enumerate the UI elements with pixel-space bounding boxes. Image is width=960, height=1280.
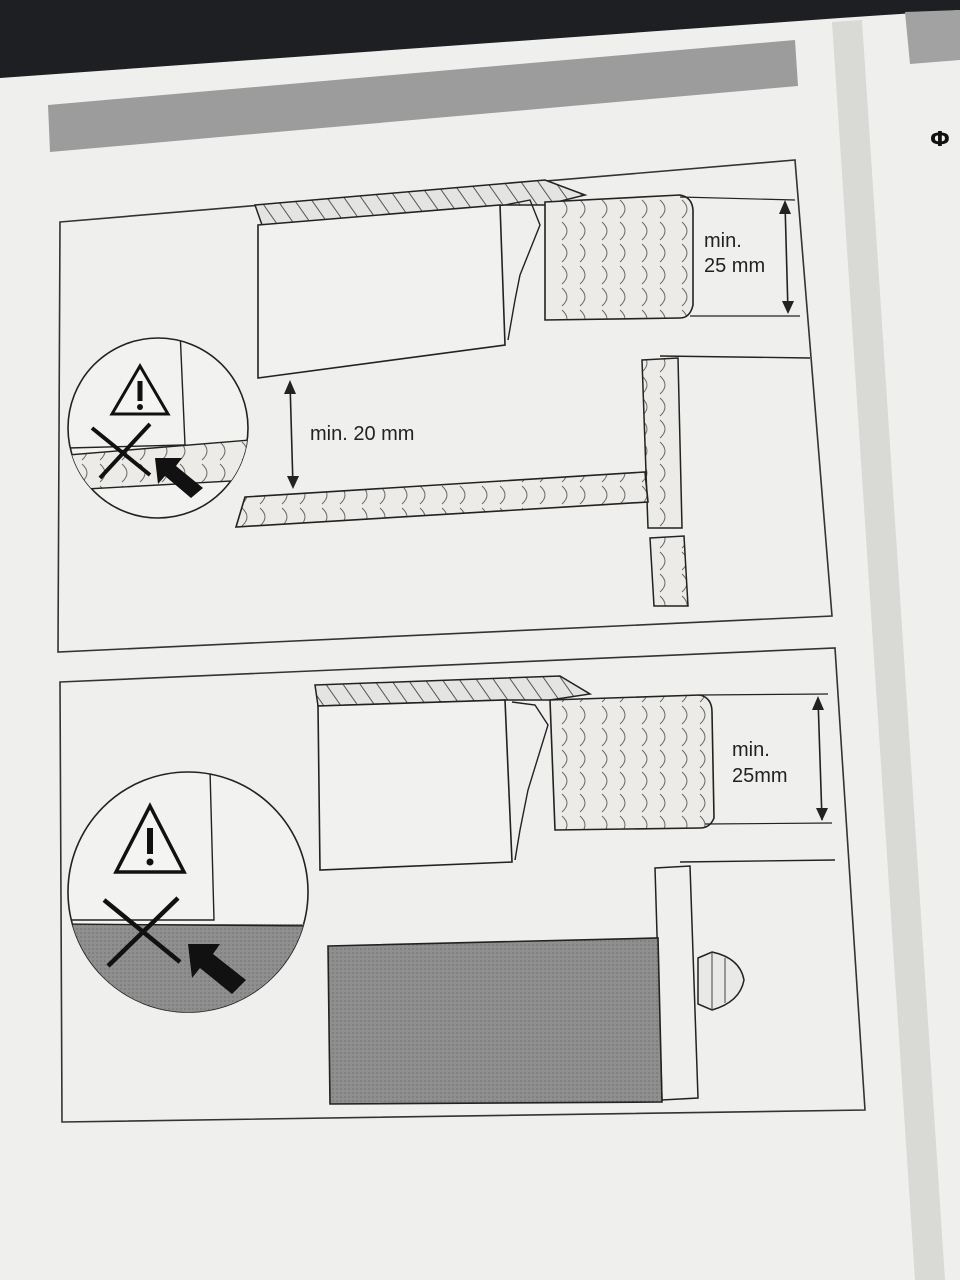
warning-triangle-icon-bottom <box>113 802 187 874</box>
cross-mark-icon <box>90 422 152 480</box>
pointer-arrow-icon-bottom <box>188 944 246 994</box>
appliance-body-top <box>257 204 506 379</box>
appliance-clip-bottom <box>511 701 549 861</box>
page-fold-shadow <box>832 20 945 1280</box>
thickness-label-line1: min. <box>704 230 742 252</box>
thickness-label-line1-bottom: min. <box>732 739 770 761</box>
figure-bottom-frame <box>59 647 866 1123</box>
warning-triangle-icon <box>109 363 171 416</box>
header-bar-right-page <box>905 10 960 64</box>
corner-letter: Ф <box>930 127 950 151</box>
drawer-body <box>327 937 663 1105</box>
thickness-label-line2: 25 mm <box>704 255 765 277</box>
thickness-label-line2-bottom: 25mm <box>732 765 788 787</box>
drawer-knob-icon <box>697 951 745 1011</box>
shelf-board <box>234 471 649 528</box>
clearance-dimension-line <box>289 381 294 488</box>
clearance-label: min. 20 mm <box>310 423 414 445</box>
cabinet-side-panel <box>641 357 683 529</box>
cross-mark-icon-bottom <box>102 896 182 968</box>
appliance-clip-top <box>504 199 541 341</box>
cabinet-side-panel-lower <box>649 535 689 607</box>
thickness-dimension-line <box>784 202 789 313</box>
appliance-body-bottom <box>317 699 513 871</box>
figure-top-frame <box>57 159 833 653</box>
detail-circle-top <box>67 337 249 519</box>
countertop-wood-top <box>544 194 694 321</box>
thickness-dimension-line-bottom <box>817 697 823 821</box>
header-bar <box>48 40 798 152</box>
pointer-arrow-icon <box>155 458 203 498</box>
countertop-wood-bottom <box>549 694 715 831</box>
figure-top: min. 25 mm min. 20 mm <box>57 159 833 653</box>
